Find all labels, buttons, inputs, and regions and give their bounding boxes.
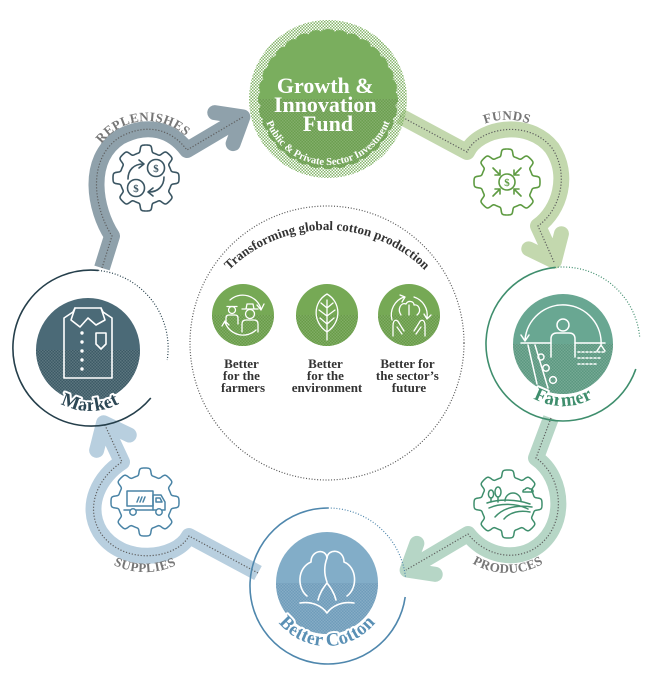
hands-cotton-cycle-icon [390, 294, 432, 337]
shirt-buttons [80, 331, 84, 371]
market-disc-halftone [36, 350, 140, 402]
truck-cab-icon [152, 494, 166, 511]
dollar-sign: $ [153, 163, 159, 175]
replenishes-band [88, 105, 251, 271]
cotton-plant [537, 353, 545, 361]
funds-dotted-line [399, 115, 562, 263]
central-title: Transforming global cotton production [221, 218, 434, 273]
wheel-icon [155, 508, 163, 516]
gear-outline [110, 467, 180, 537]
benefit-label: Better for the farmers [221, 356, 265, 395]
truck-chassis [123, 496, 154, 511]
field-rows [577, 351, 605, 365]
market-node: Market [12, 269, 169, 427]
benefit-farmers: Better for the farmers [212, 284, 274, 395]
funds-gear-icon: $ [473, 148, 541, 216]
cotton-bud [317, 582, 337, 601]
produces-band [399, 415, 567, 582]
cotton-ring-dotted [327, 507, 407, 578]
benefit-disc-halftone [378, 315, 440, 346]
cotton-boll-icon [299, 550, 356, 614]
cotton-plant [542, 364, 550, 372]
farmer-head [556, 318, 570, 332]
inflow-arrow-icon [492, 188, 501, 197]
farmer-field-icon [520, 304, 606, 389]
dollar-sign: $ [133, 183, 139, 195]
benefit-label: Better for the environment [292, 356, 363, 395]
market-ring [12, 269, 152, 427]
funds-label: FUNDS [481, 108, 533, 127]
exchange-arrow-icon [127, 159, 145, 180]
central-benefits-panel: Transforming global cotton production Be… [189, 205, 465, 481]
cotton-puff [398, 300, 421, 316]
dollar-coin-icon [498, 173, 516, 191]
dollar-sign: $ [504, 177, 510, 189]
exchange-arrow-icon [147, 176, 165, 197]
cotton-ring [249, 507, 406, 665]
supplies-band [85, 415, 262, 581]
shirt-collar [70, 307, 106, 328]
farmer-node: Farmer [485, 266, 641, 422]
shirt-body [63, 311, 113, 379]
farmer-ring-dotted [554, 266, 641, 338]
better-cotton-node: Better Cotton [249, 507, 407, 665]
cotton-leaves [299, 601, 355, 614]
dollar-coin-icon [126, 178, 146, 198]
produces-arrow [399, 415, 567, 582]
cloud-icon [522, 487, 534, 493]
wheel-icon [129, 508, 137, 516]
inflow-arrow-icon [513, 188, 522, 197]
fund-title-line: Fund [303, 111, 353, 136]
right-hand [413, 319, 426, 337]
central-dotted-circle [189, 205, 465, 481]
furrow-lines [527, 344, 549, 389]
left-hand [392, 319, 405, 337]
produces-label: PRODUCES [471, 553, 545, 576]
replenishes-gear-icon: $ $ [112, 144, 180, 212]
dollar-coin-icon [146, 158, 166, 178]
cycle-arrow-icon [413, 296, 432, 320]
farmer-figure [225, 305, 239, 325]
cycle-arrow-icon [229, 294, 265, 311]
fund-title-line: Innovation [274, 92, 377, 117]
sun-icon [504, 492, 522, 502]
funds-arrow [396, 108, 570, 269]
farmer-body [550, 332, 576, 358]
shirt-pocket [95, 332, 107, 350]
farmers-cycle-icon [221, 294, 265, 336]
benefit-disc-halftone [212, 315, 274, 346]
cycle-arrow-icon [390, 294, 406, 321]
gear-outline [473, 148, 541, 216]
supplies-label: SUPPLIES [112, 554, 178, 575]
leaf-icon [315, 293, 339, 341]
inflow-arrow-icon [492, 167, 501, 176]
supplies-gear-icon [110, 467, 180, 537]
growth-innovation-fund-node: Growth & Innovation Fund Public & Privat… [249, 20, 407, 178]
cotton-disc-halftone [276, 583, 378, 634]
supplies-arrow [85, 415, 262, 581]
gear-outline [112, 144, 180, 212]
cycle-arrow-icon [221, 320, 257, 336]
farmer-figure-hat [241, 303, 259, 333]
fund-title: Growth & Innovation Fund [274, 73, 382, 136]
hills-icon [486, 499, 533, 520]
produces-gear-icon [473, 469, 543, 539]
benefit-label: Better for the sector’s future [376, 356, 442, 395]
leaf-veins [318, 299, 336, 341]
benefit-environment: Better for the environment [292, 284, 363, 395]
replenishes-arrow [88, 105, 251, 271]
inflow-arrow-icon [513, 167, 522, 176]
fund-title-line: Growth & [277, 73, 374, 98]
cotton-divider [323, 557, 328, 583]
market-ring-dotted [98, 269, 169, 361]
benefit-sector-future: Better for the sector’s future [376, 284, 442, 395]
farmer-ring [485, 266, 637, 422]
shirt-icon [63, 307, 113, 379]
cycle-arrow-icon [520, 304, 606, 352]
cotton-plant [548, 375, 558, 385]
